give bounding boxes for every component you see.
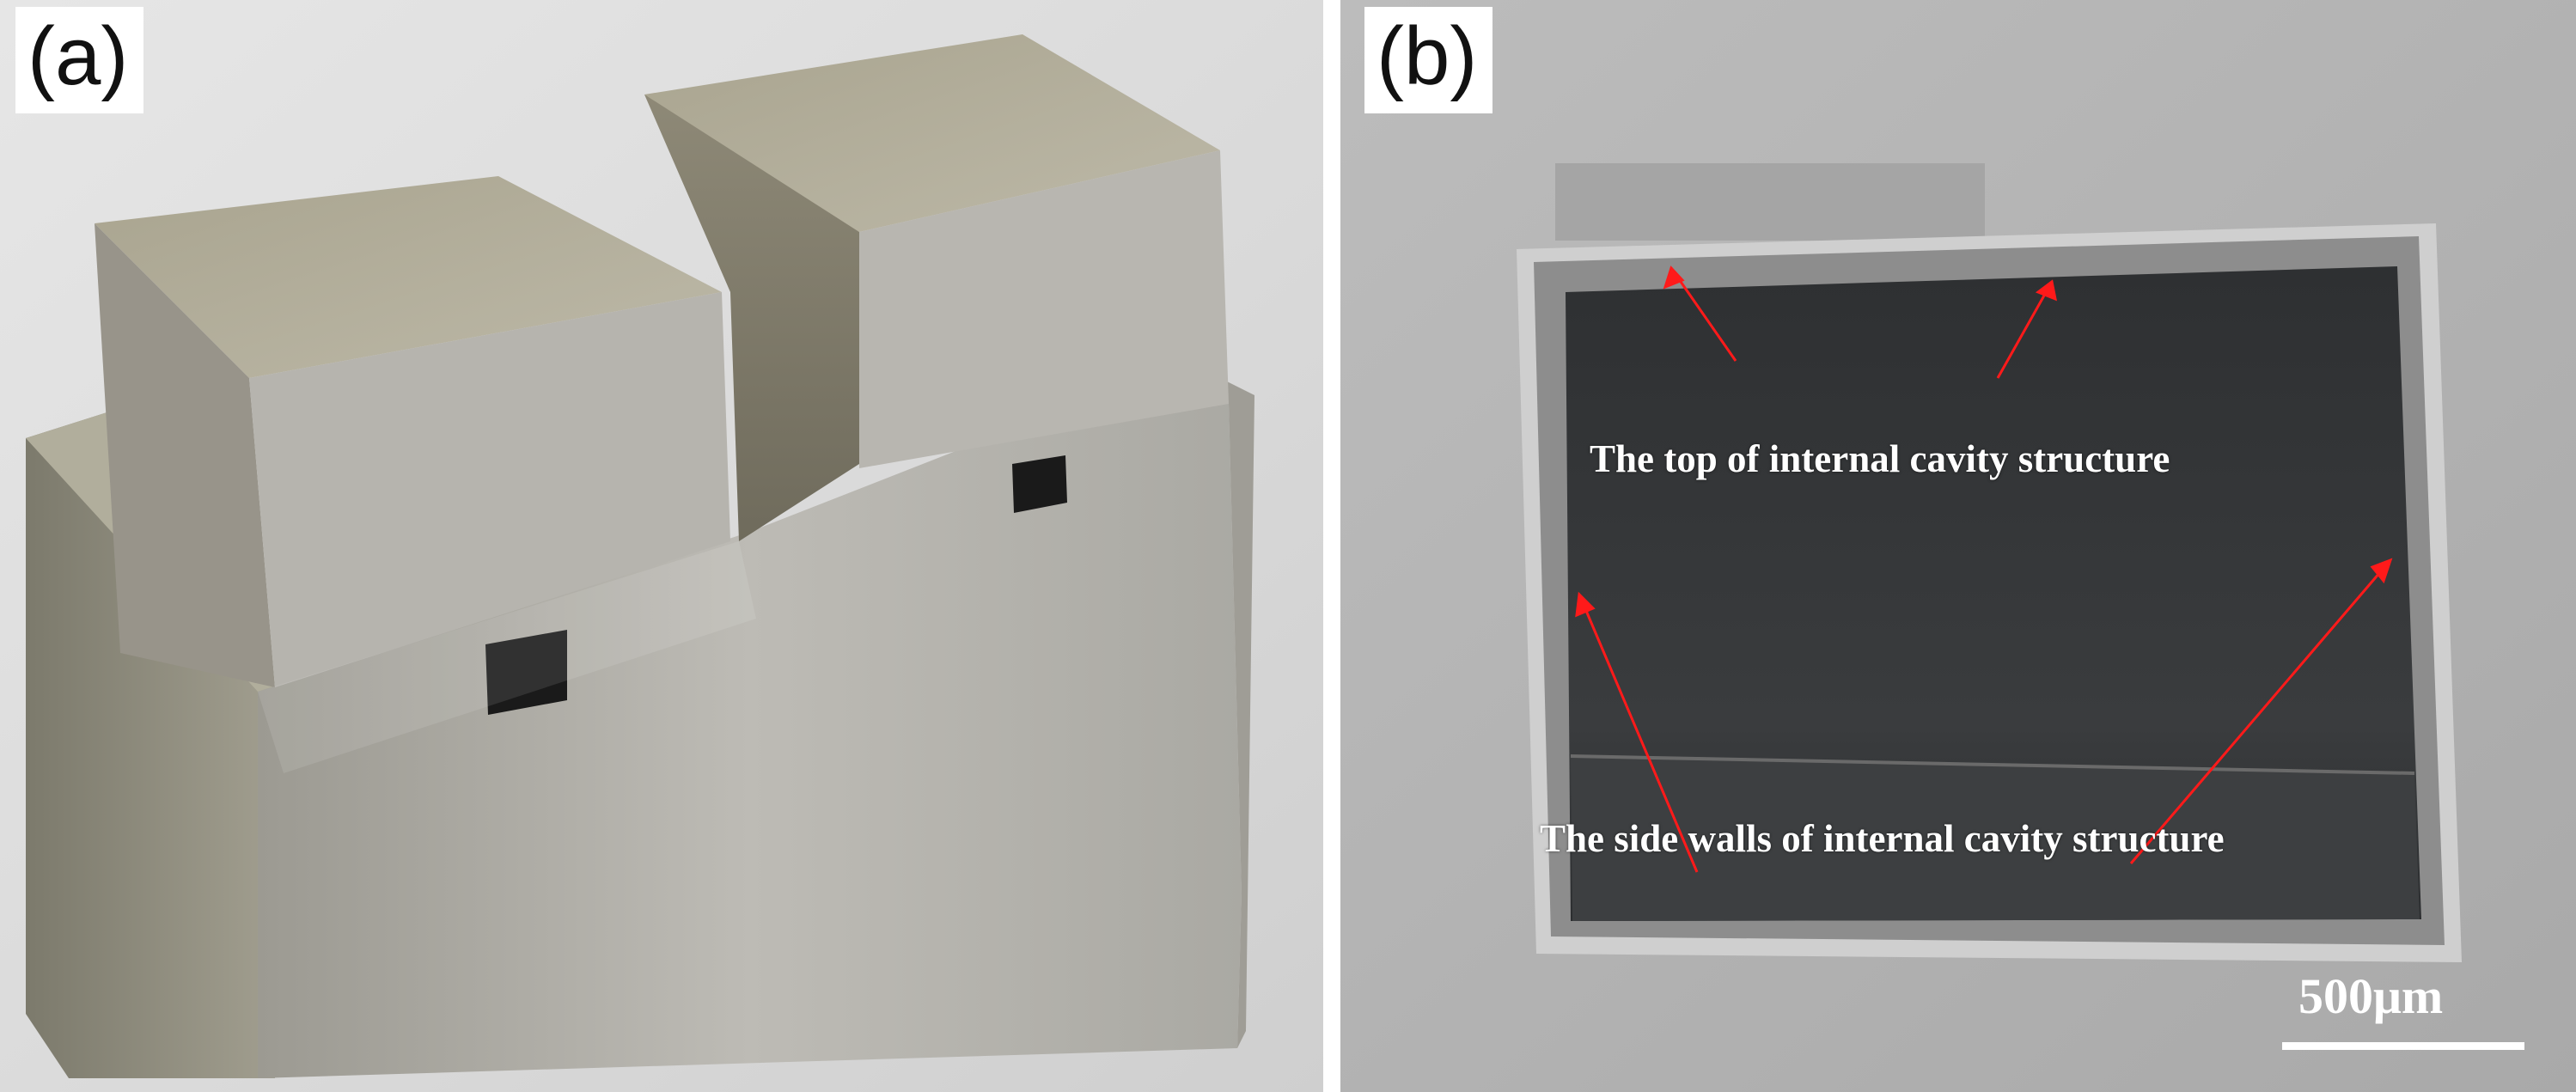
slot-wall <box>644 95 859 541</box>
side-wall-band <box>1571 756 2420 921</box>
highlight <box>258 541 756 773</box>
panel-b: (b) The top of internal cavity structure… <box>1340 0 2576 1092</box>
base-front-face <box>258 361 1242 1078</box>
hole-right <box>1012 455 1067 513</box>
sem-image <box>1340 0 2576 1092</box>
right-block-front <box>859 150 1229 468</box>
sem-shadow-band <box>1555 163 1985 241</box>
annotation-cavity-side-walls: The side walls of internal cavity struct… <box>1540 817 2225 860</box>
wall-edge-line <box>1570 754 2415 775</box>
annotation-arrows <box>1575 265 2393 873</box>
cavity-interior <box>1566 266 2421 921</box>
panel-a: (a) <box>0 0 1323 1092</box>
base-right-face <box>1186 361 1254 1048</box>
panel-label-a: (a) <box>15 7 144 113</box>
right-block-top <box>644 34 1220 232</box>
scale-bar <box>2282 1042 2524 1050</box>
left-block-side <box>95 223 275 687</box>
left-block-front <box>249 292 730 687</box>
scale-bar-label: 500μm <box>2298 968 2444 1024</box>
annotation-cavity-top: The top of internal cavity structure <box>1590 437 2170 480</box>
part-photo <box>0 0 1323 1092</box>
left-block-top <box>95 176 722 378</box>
panel-label-b: (b) <box>1364 7 1493 113</box>
hole-left <box>485 630 567 715</box>
